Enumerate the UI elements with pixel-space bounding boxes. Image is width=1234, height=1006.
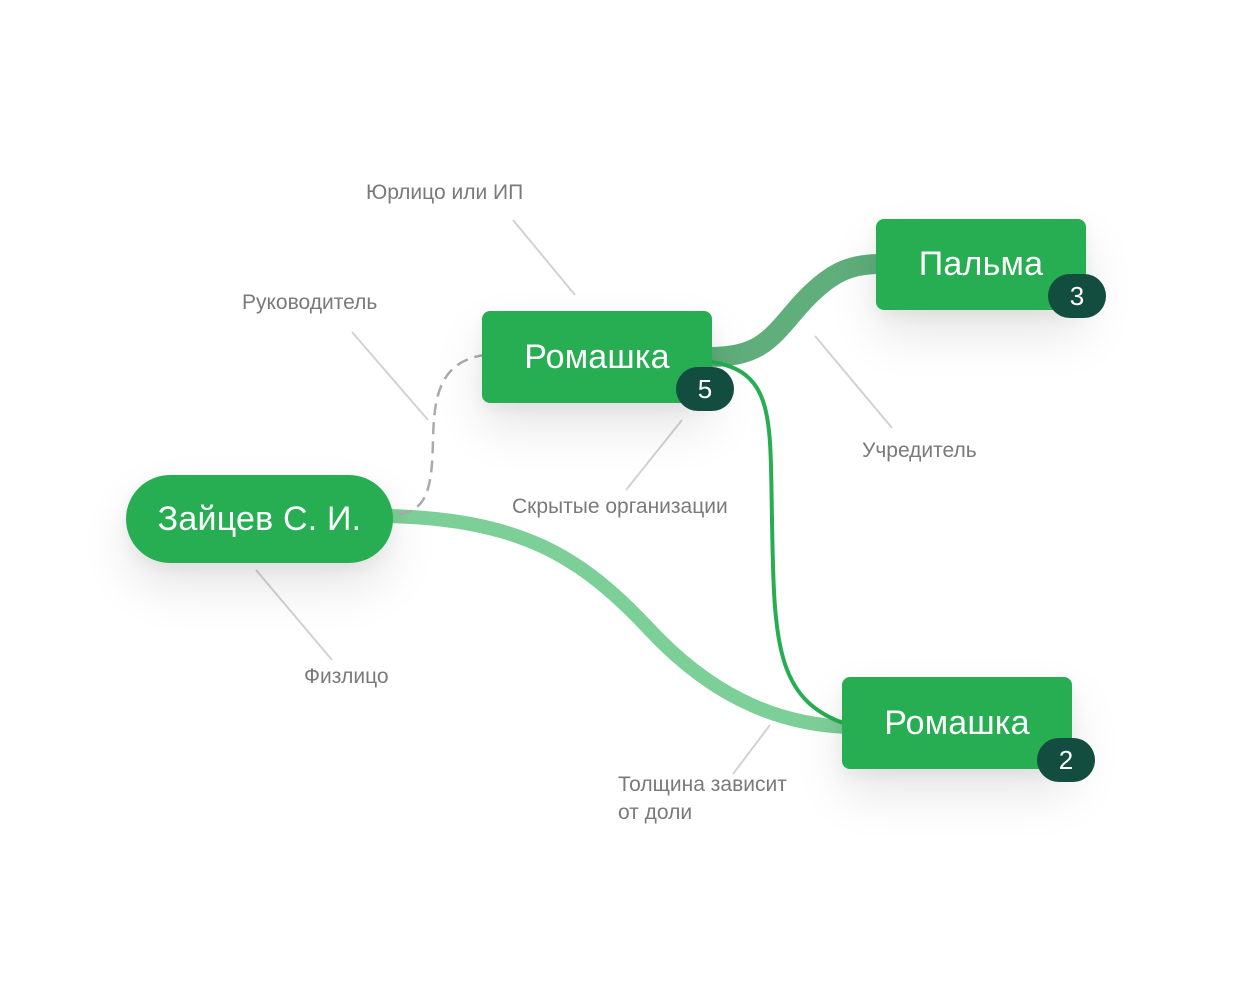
edge-romashka-top-to-palma[interactable] [707,254,881,367]
node-person[interactable]: Зайцев С. И. [126,475,393,563]
node-palma-label: Пальма [918,245,1044,283]
leader-individual [255,569,333,661]
edge-person-to-romashka-bottom[interactable] [389,509,849,734]
leader-thickness [732,724,771,775]
leader-hidden-orgs [625,419,683,491]
edge-person-to-romashka-top[interactable] [399,353,485,516]
annotation-founder: Учредитель [862,439,977,462]
node-romashka-bottom-label: Ромашка [884,703,1030,742]
node-romashka-top[interactable]: Ромашка [482,311,712,403]
badge-romashka-bottom-count: 2 [1037,738,1095,782]
annotation-thickness: Толщина зависит от доли [618,773,787,824]
annotation-hidden-orgs: Скрытые организации [512,495,728,518]
annotation-manager: Руководитель [242,291,378,314]
leader-founder [814,335,893,429]
badge-palma-count: 3 [1048,274,1106,318]
leader-manager [351,331,429,421]
annotation-individual: Физлицо [304,665,389,688]
leader-legal-entity [512,219,576,296]
edge-romashka-top-to-romashka-bottom[interactable] [710,360,848,726]
node-romashka-bottom[interactable]: Ромашка [842,677,1072,769]
badge-romashka-top-count: 5 [676,367,734,411]
annotation-legal-entity: Юрлицо или ИП [366,181,524,204]
node-romashka-top-label: Ромашка [524,337,670,376]
node-person-label: Зайцев С. И. [157,499,362,538]
